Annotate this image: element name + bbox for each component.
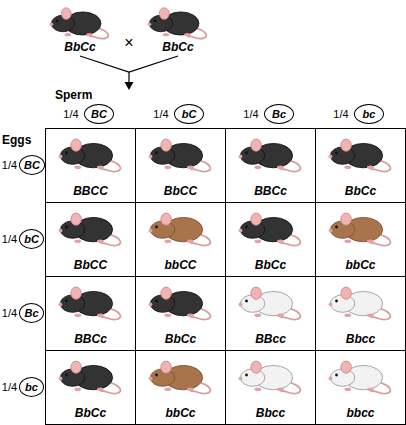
gamete-text: Bc: [272, 107, 286, 121]
genotype-text: BbCc: [345, 184, 376, 198]
black-mouse: [329, 139, 391, 172]
gamete-fraction: 1/4: [150, 107, 172, 121]
gamete-fraction: 1/4: [330, 107, 352, 121]
gamete-circle: bc: [19, 377, 44, 397]
parent-genotype: BbCc: [148, 40, 208, 54]
parent-genotype: BbCc: [50, 40, 110, 54]
genotype-cell: bbCC: [135, 202, 226, 277]
gamete-circle: Bc: [19, 303, 44, 323]
genotype-text: BBcc: [255, 332, 286, 346]
gamete-text: BC: [91, 107, 107, 121]
gamete-fraction: 1/4: [0, 306, 19, 320]
gamete-text: bc: [363, 107, 376, 121]
cross-line: [80, 56, 178, 72]
brown-mouse: [149, 361, 211, 394]
black-mouse: [59, 213, 121, 246]
genotype-cell: BbCc: [225, 202, 316, 277]
genotype-cell: Bbcc: [315, 276, 406, 351]
black-mouse: [239, 213, 301, 246]
gamete-text: Bc: [24, 306, 38, 320]
black-mouse: [59, 287, 121, 320]
gamete-text: BC: [24, 158, 40, 172]
black-mouse: [59, 139, 121, 172]
axis-title: Eggs: [2, 133, 42, 147]
brown-mouse: [149, 213, 211, 246]
genotype-text: Bbcc: [256, 406, 285, 420]
gamete-text: bC: [24, 232, 39, 246]
gamete-circle: BC: [19, 155, 45, 175]
gamete-text: bC: [182, 107, 197, 121]
gamete-fraction: 1/4: [0, 158, 19, 172]
genotype-cell: bbCc: [135, 350, 226, 425]
genotype-text: BbCc: [75, 406, 106, 420]
arrow-head: [125, 82, 134, 90]
brown-mouse: [329, 213, 391, 246]
white-mouse: [329, 287, 391, 320]
gamete-fraction: 1/4: [0, 232, 19, 246]
white-mouse: [239, 287, 301, 320]
genotype-text: bbCc: [166, 406, 196, 420]
genotype-cell: Bbcc: [225, 350, 316, 425]
parent-mouse: [148, 8, 207, 39]
cross-sign: ×: [119, 36, 139, 50]
white-mouse: [329, 361, 391, 394]
gamete-fraction: 1/4: [60, 107, 82, 121]
genotype-text: BBCC: [73, 184, 108, 198]
genotype-text: BbCc: [255, 258, 286, 272]
gamete-fraction: 1/4: [240, 107, 262, 121]
genotype-cell: BbCc: [135, 276, 226, 351]
parent-mouse: [50, 8, 109, 39]
gamete-circle: BC: [84, 104, 114, 124]
genotype-text: BBCc: [74, 332, 107, 346]
genotype-text: bbCC: [165, 258, 197, 272]
genotype-cell: bbcc: [315, 350, 406, 425]
genotype-cell: bbCc: [315, 202, 406, 277]
genotype-text: Bbcc: [346, 332, 375, 346]
gamete-circle: bC: [19, 229, 44, 249]
black-mouse: [59, 361, 121, 394]
gamete-circle: bc: [354, 104, 384, 124]
genotype-text: BbCc: [165, 332, 196, 346]
genotype-cell: BBCc: [45, 276, 136, 351]
genotype-cell: BbCc: [315, 128, 406, 203]
genotype-text: BBCc: [254, 184, 287, 198]
genotype-cell: BbCc: [45, 350, 136, 425]
black-mouse: [149, 287, 211, 320]
genotype-text: BbCC: [164, 184, 197, 198]
genotype-text: bbcc: [346, 406, 374, 420]
genotype-cell: BBcc: [225, 276, 316, 351]
genotype-text: bbCc: [346, 258, 376, 272]
gamete-circle: bC: [174, 104, 204, 124]
gamete-text: bc: [25, 380, 38, 394]
genotype-text: BbCC: [74, 258, 107, 272]
black-mouse: [239, 139, 301, 172]
white-mouse: [239, 361, 301, 394]
genotype-cell: BbCC: [135, 128, 226, 203]
gamete-fraction: 1/4: [0, 380, 19, 394]
axis-title: Sperm: [55, 88, 115, 102]
genotype-cell: BbCC: [45, 202, 136, 277]
gamete-circle: Bc: [264, 104, 294, 124]
black-mouse: [149, 139, 211, 172]
genotype-cell: BBCC: [45, 128, 136, 203]
genotype-cell: BBCc: [225, 128, 316, 203]
